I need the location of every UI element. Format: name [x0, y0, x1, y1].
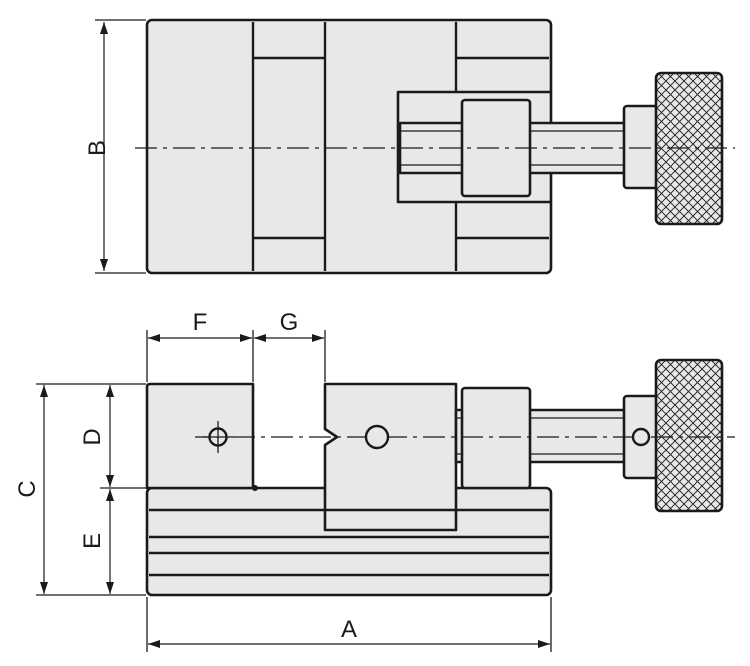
- fixed-jaw-hole: [202, 421, 234, 453]
- front-knurled-knob: [654, 358, 724, 513]
- dimension-label-e: E: [79, 533, 106, 549]
- dimension-label-f: F: [193, 309, 208, 336]
- front-view: [145, 358, 735, 597]
- dimension-c: C: [14, 385, 48, 594]
- dimension-a: A: [146, 597, 552, 652]
- collar-pin-hole: [631, 427, 651, 447]
- front-sliding-block: [460, 386, 532, 490]
- top-view: [135, 18, 735, 275]
- moving-jaw-hole: [364, 424, 390, 450]
- dimension-label-g: G: [280, 309, 299, 336]
- dimension-e: E: [79, 489, 114, 594]
- dimension-b: B: [84, 19, 146, 274]
- dimension-label-a: A: [341, 616, 357, 643]
- front-moving-jaw: [323, 382, 458, 532]
- top-collar: [622, 104, 662, 190]
- dimension-label-b: B: [84, 140, 111, 156]
- front-fixed-jaw: [145, 382, 255, 490]
- dimension-f: F: [146, 309, 254, 382]
- dimension-d: D: [79, 385, 114, 487]
- dimension-g: G: [254, 309, 326, 382]
- dimension-label-d: D: [79, 428, 106, 445]
- dimension-label-c: C: [14, 480, 41, 497]
